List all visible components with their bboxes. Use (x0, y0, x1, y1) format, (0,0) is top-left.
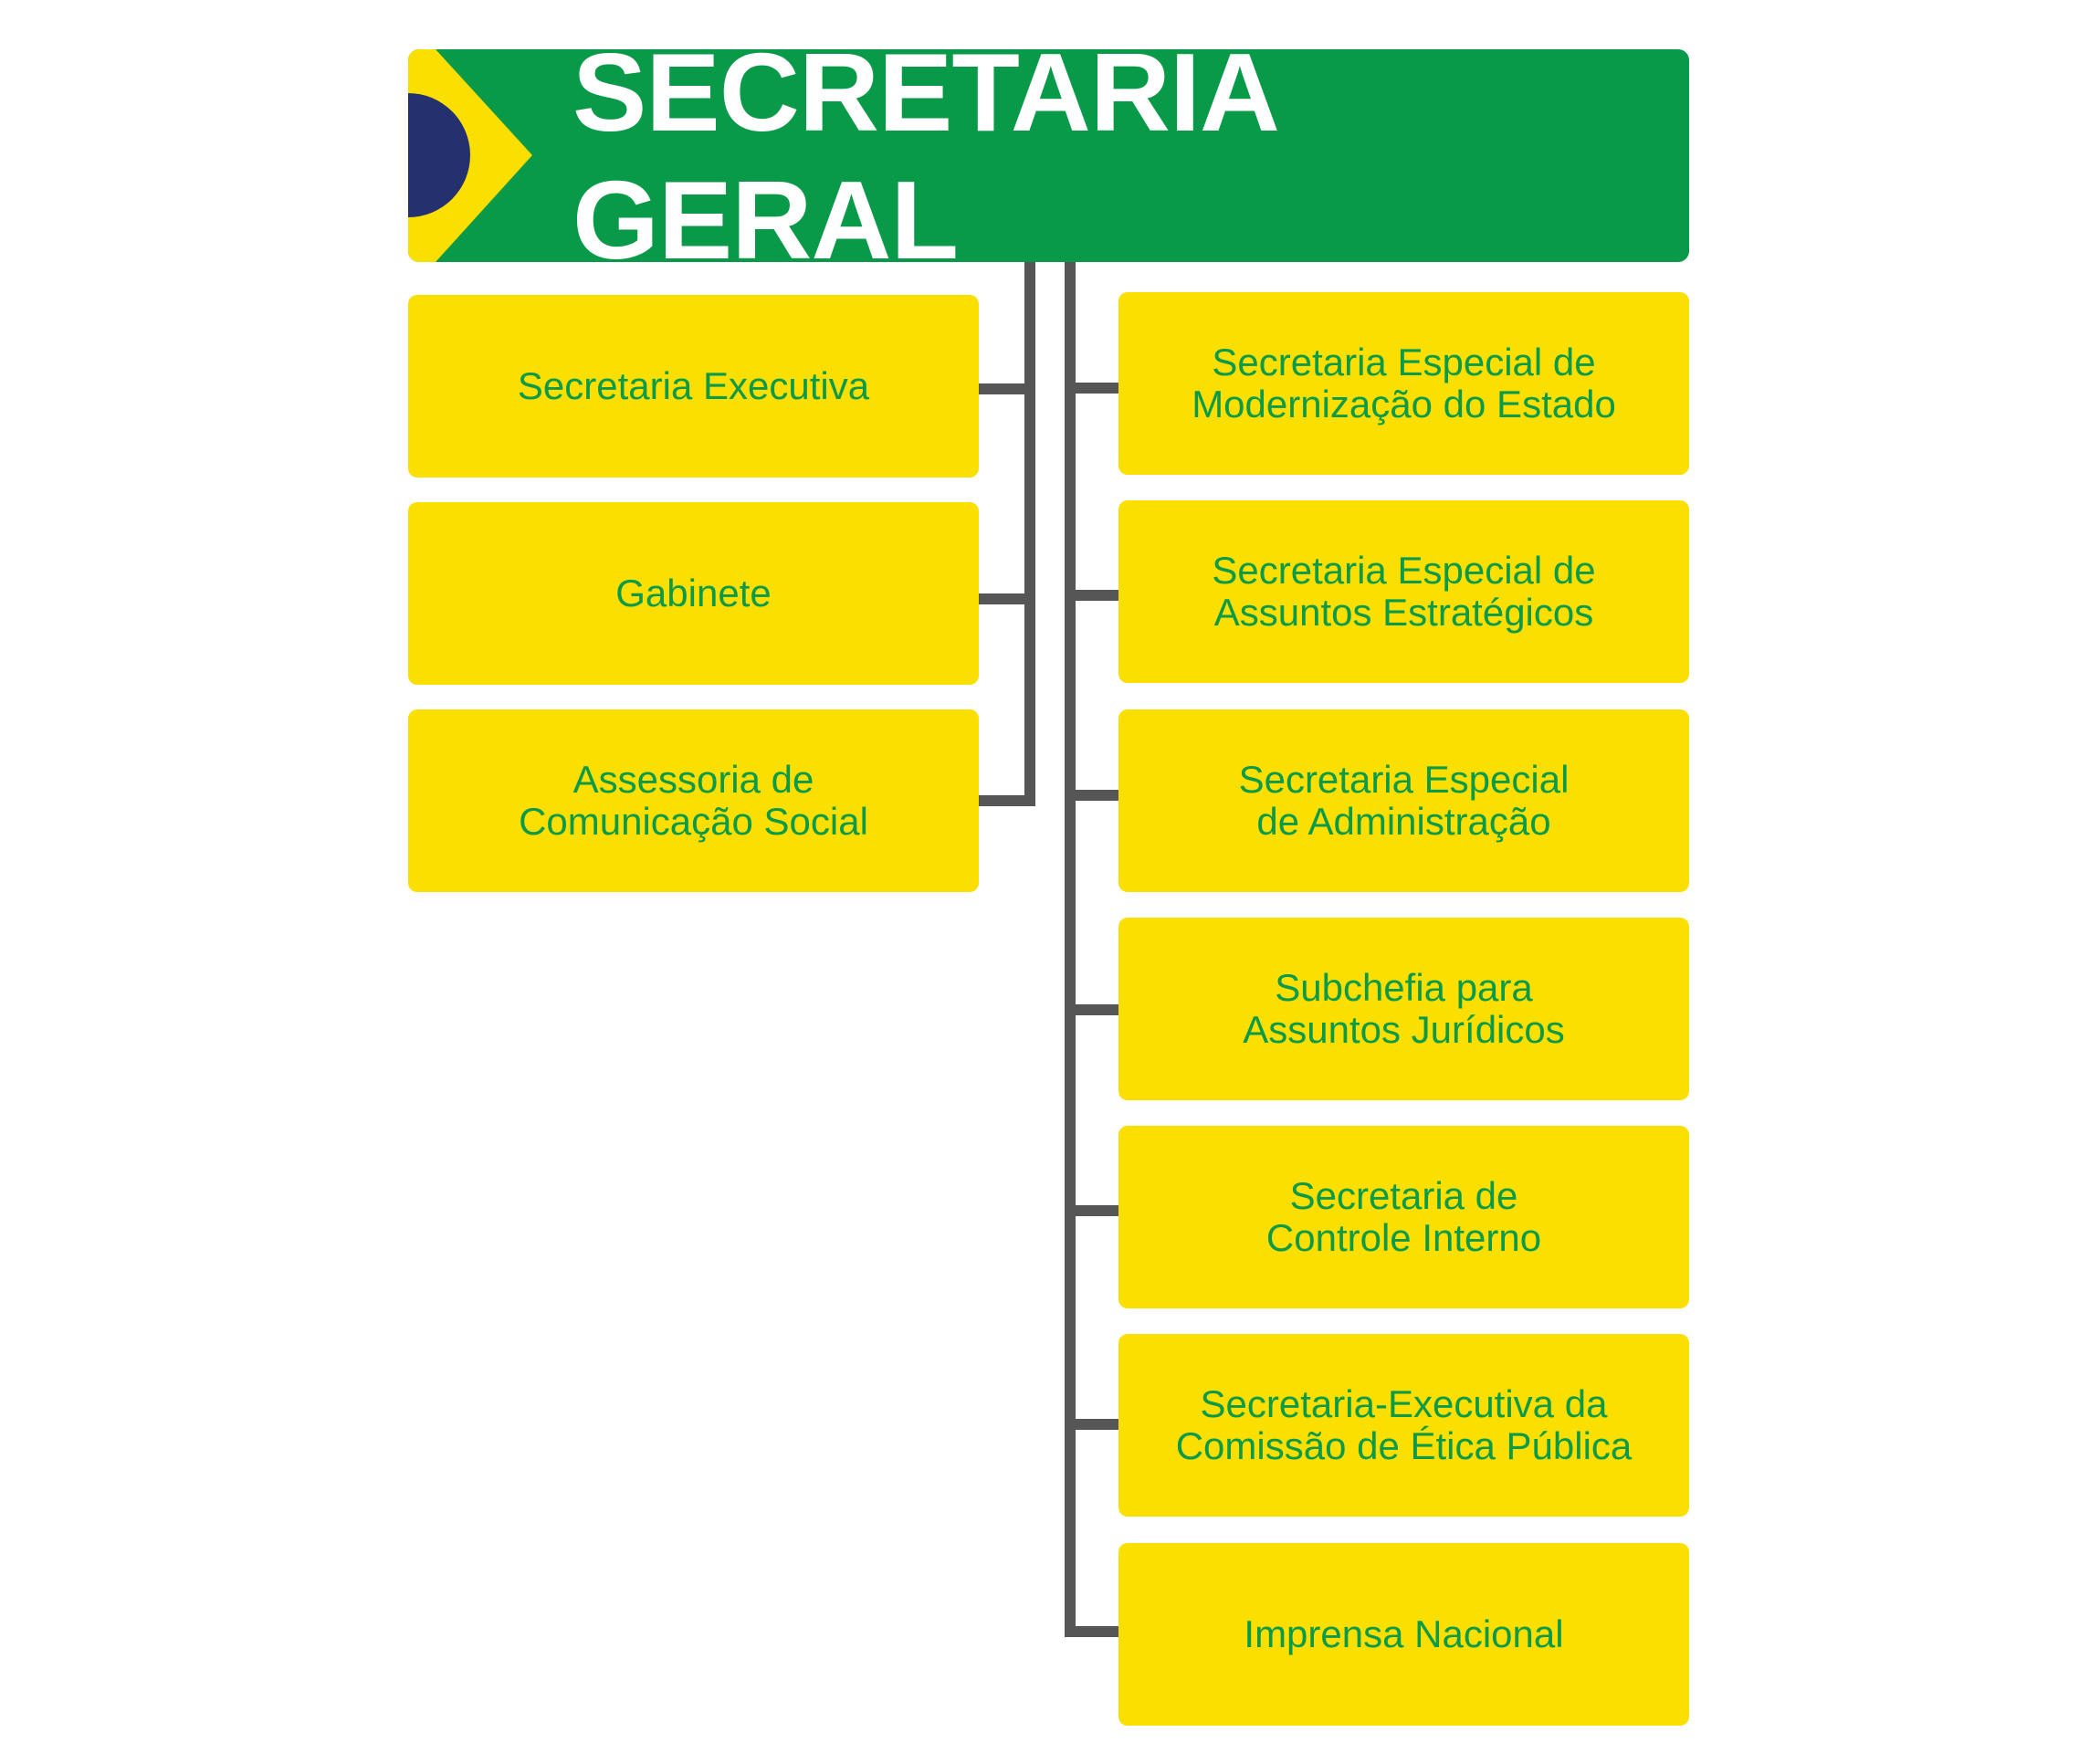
unit-assessoria-comunicacao: Assessoria de Comunicação Social (408, 709, 979, 892)
org-chart-header: SECRETARIA GERAL (408, 49, 1689, 262)
unit-assuntos-juridicos: Subchefia para Assuntos Jurídicos (1118, 918, 1689, 1100)
right-connector-stub (1065, 790, 1118, 801)
right-connector-stub (1065, 590, 1118, 601)
unit-gabinete: Gabinete (408, 502, 979, 685)
right-connector-trunk (1065, 262, 1076, 1637)
unit-modernizacao-estado: Secretaria Especial de Modernização do E… (1118, 292, 1689, 475)
right-connector-stub (1065, 383, 1118, 394)
left-connector-stub (979, 593, 1035, 604)
right-connector-stub (1065, 1626, 1118, 1637)
unit-administracao: Secretaria Especial de Administração (1118, 709, 1689, 892)
left-connector-stub (979, 383, 1035, 394)
unit-etica-publica: Secretaria-Executiva da Comissão de Étic… (1118, 1334, 1689, 1517)
left-connector-stub (979, 795, 1035, 806)
right-connector-stub (1065, 1419, 1118, 1430)
unit-secretaria-executiva: Secretaria Executiva (408, 295, 979, 478)
right-connector-stub (1065, 1004, 1118, 1015)
page-title: SECRETARIA GERAL (572, 49, 1276, 262)
unit-controle-interno: Secretaria de Controle Interno (1118, 1126, 1689, 1308)
unit-imprensa-nacional: Imprensa Nacional (1118, 1543, 1689, 1726)
left-connector-trunk (1024, 262, 1035, 806)
unit-assuntos-estrategicos: Secretaria Especial de Assuntos Estratég… (1118, 500, 1689, 683)
right-connector-stub (1065, 1205, 1118, 1216)
